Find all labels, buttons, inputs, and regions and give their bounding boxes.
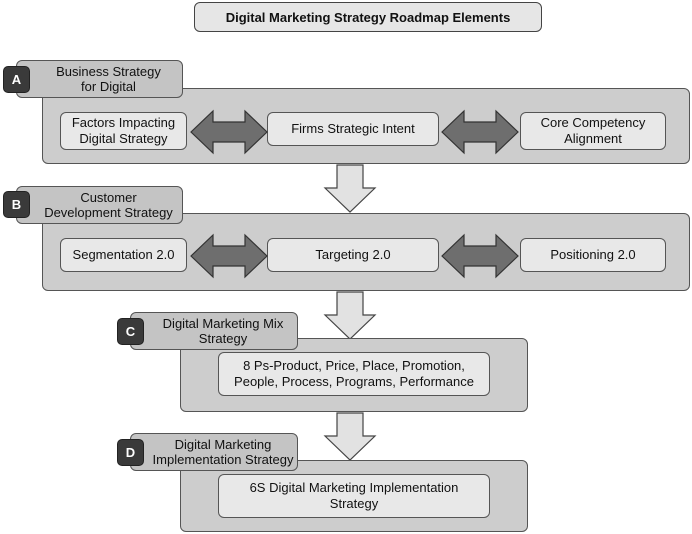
section-a-badge: A — [3, 66, 30, 93]
down-arrow-b-to-c — [323, 291, 377, 340]
down-arrow-c-to-d — [323, 412, 377, 461]
section-d-label: Digital Marketing Implementation Strateg… — [130, 433, 298, 471]
section-a-item-intent: Firms Strategic Intent — [267, 112, 439, 146]
section-c-item-8ps: 8 Ps-Product, Price, Place, Promotion, P… — [218, 352, 490, 396]
section-d-badge: D — [117, 439, 144, 466]
diagram-title: Digital Marketing Strategy Roadmap Eleme… — [194, 2, 542, 32]
double-arrow-a1 — [190, 109, 268, 155]
section-b-badge: B — [3, 191, 30, 218]
double-arrow-b2 — [441, 233, 519, 279]
down-arrow-a-to-b — [323, 164, 377, 213]
section-b-item-segmentation: Segmentation 2.0 — [60, 238, 187, 272]
section-a-item-core: Core Competency Alignment — [520, 112, 666, 150]
section-b-item-positioning: Positioning 2.0 — [520, 238, 666, 272]
section-a-item-factors: Factors Impacting Digital Strategy — [60, 112, 187, 150]
double-arrow-a2 — [441, 109, 519, 155]
double-arrow-b1 — [190, 233, 268, 279]
section-a-label: Business Strategy for Digital — [16, 60, 183, 98]
section-c-badge: C — [117, 318, 144, 345]
section-d-item-6s: 6S Digital Marketing Implementation Stra… — [218, 474, 490, 518]
section-b-item-targeting: Targeting 2.0 — [267, 238, 439, 272]
section-b-label: Customer Development Strategy — [16, 186, 183, 224]
section-c-label: Digital Marketing Mix Strategy — [130, 312, 298, 350]
